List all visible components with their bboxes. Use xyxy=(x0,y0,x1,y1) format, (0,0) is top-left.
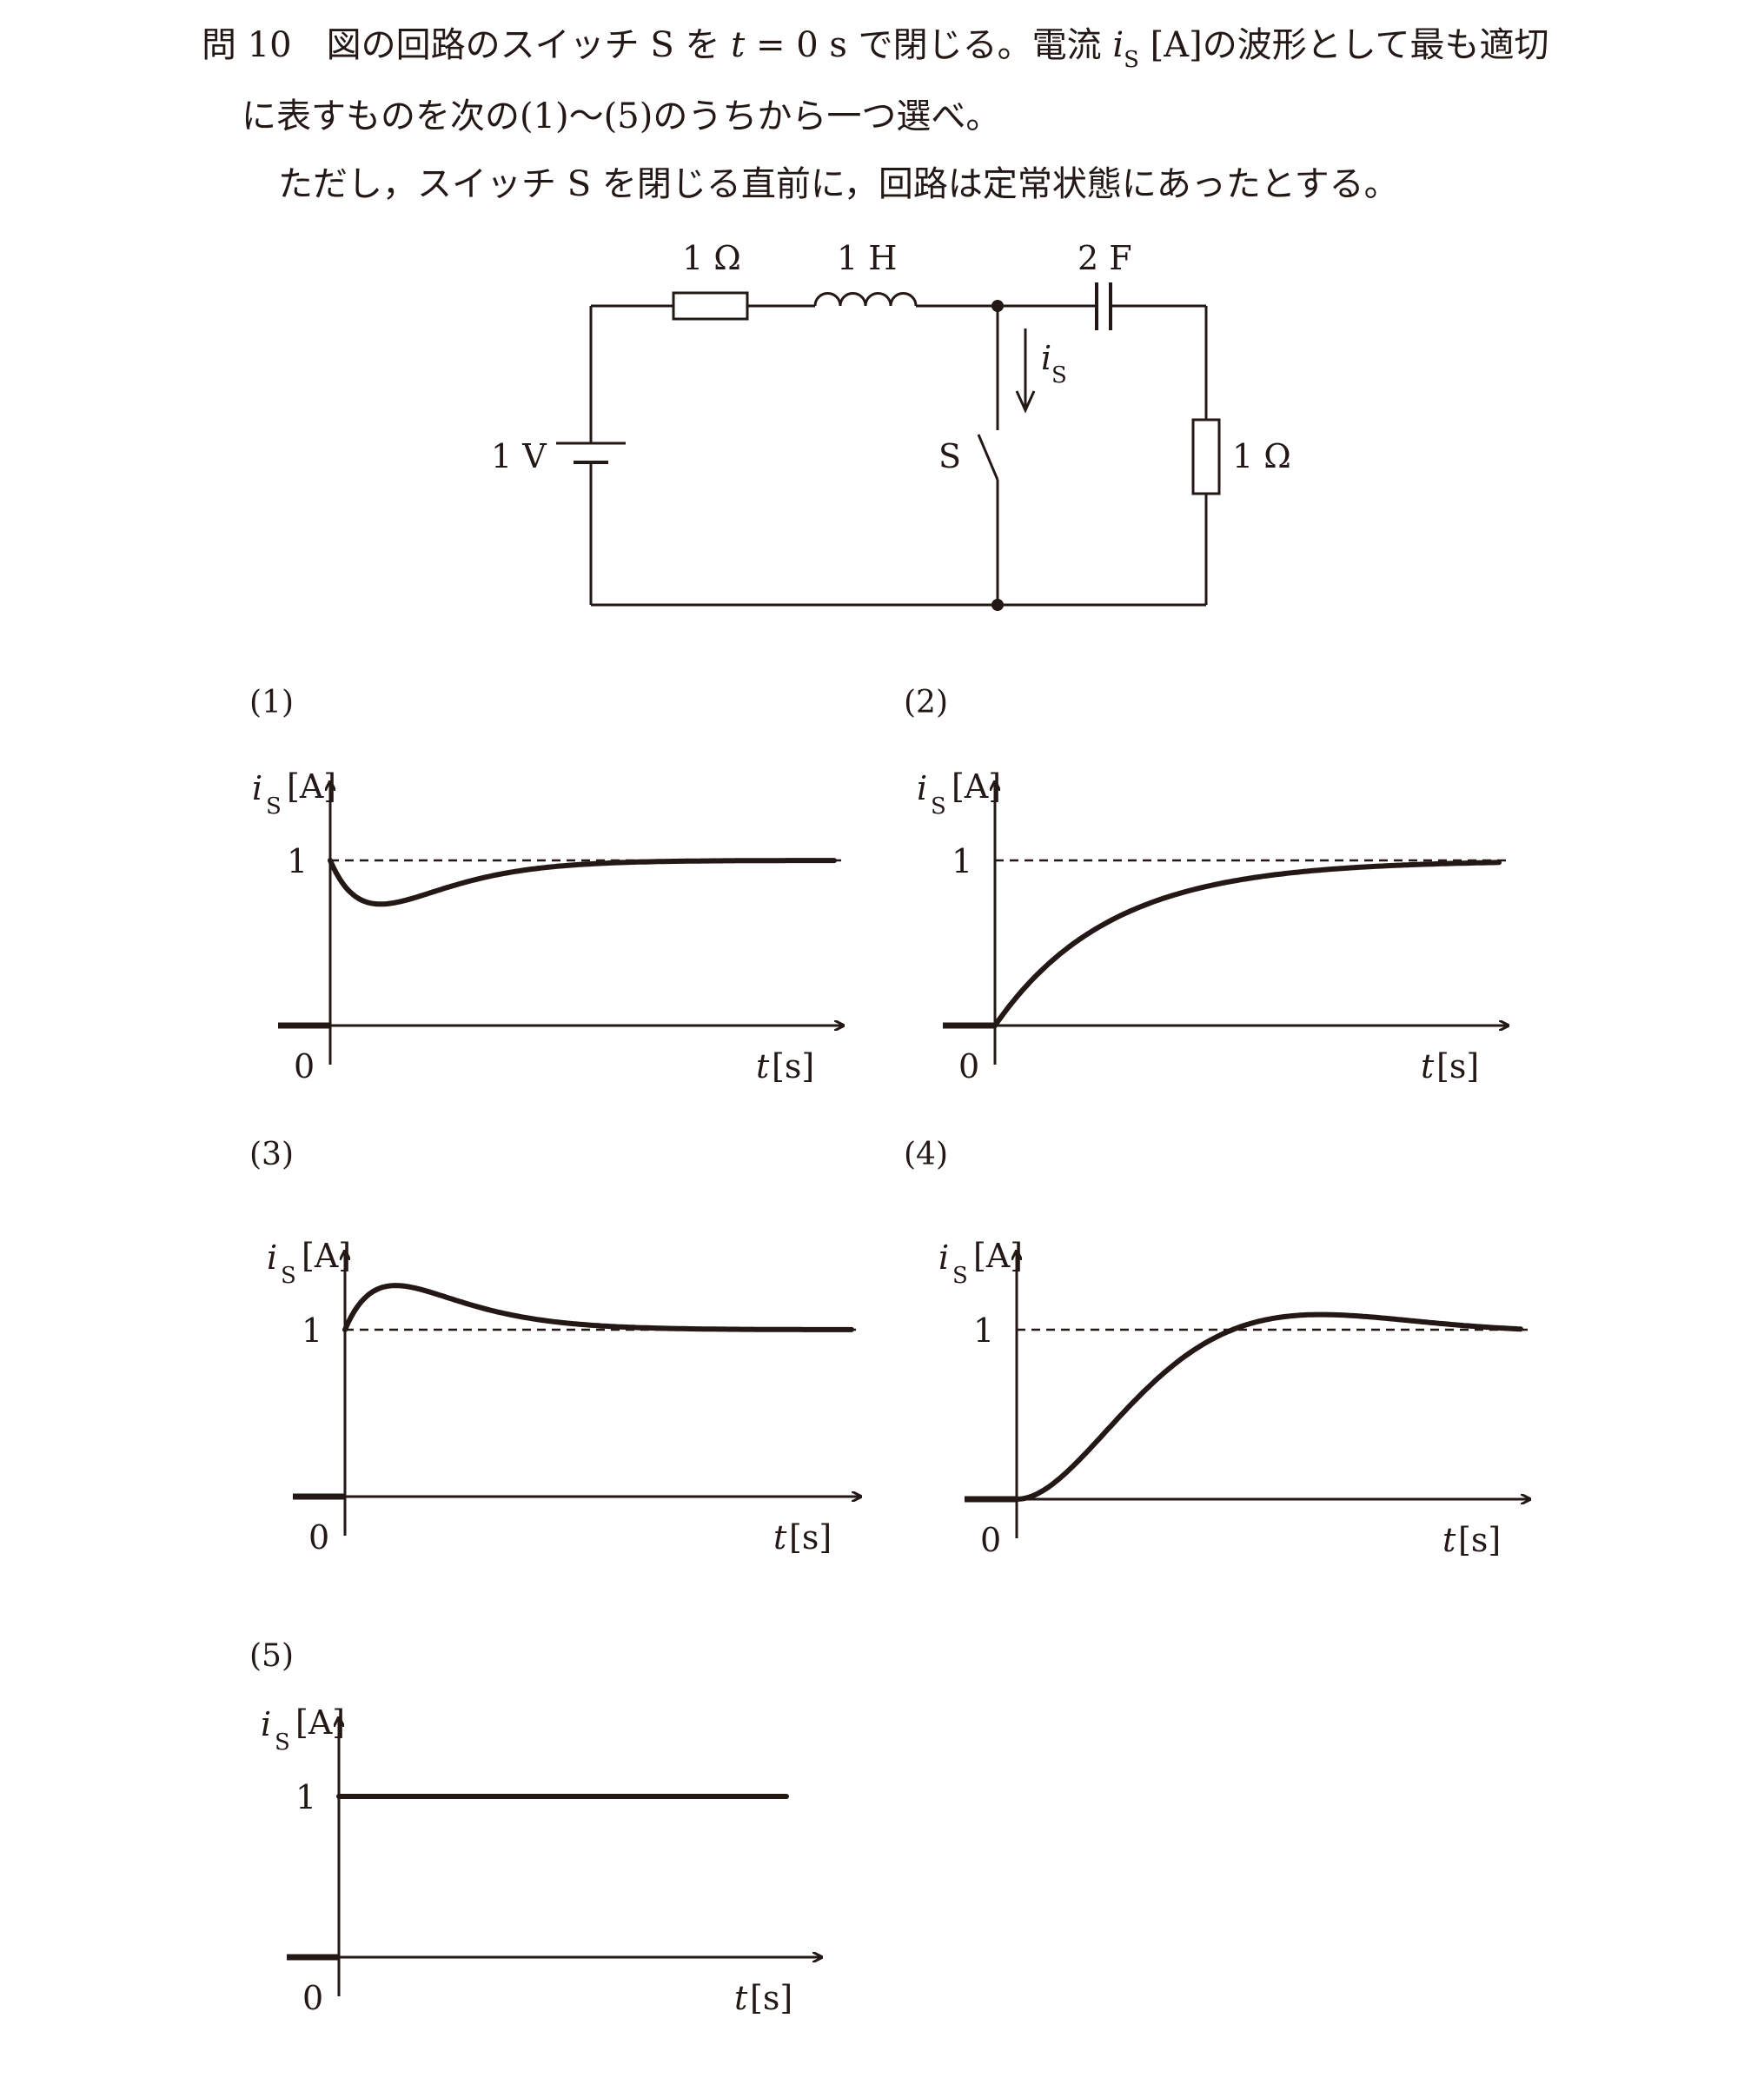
y-axis-unit-3: [A] xyxy=(302,1237,351,1275)
origin-label-3: 0 xyxy=(308,1518,329,1557)
origin-label-5: 0 xyxy=(302,1979,323,2017)
question-text-line2: に表すものを次の(1)～(5)のうちから一つ選べ。 xyxy=(242,96,1001,136)
graph-option-4 xyxy=(965,1251,1529,1538)
option-label-4: (4) xyxy=(904,1137,948,1172)
switch-label: S xyxy=(938,437,961,475)
inductor xyxy=(813,292,918,307)
inductor-label: 1 H xyxy=(837,239,897,277)
y-axis-label-4: i xyxy=(938,1238,949,1277)
y-tick-1-5: 1 xyxy=(295,1778,316,1816)
question-number: 問 10 xyxy=(202,25,292,65)
option-label-3: (3) xyxy=(249,1137,294,1172)
y-axis-label-sub-3: S xyxy=(281,1263,296,1289)
capacitor-label: 2 F xyxy=(1078,239,1132,277)
source-label: 1 V xyxy=(491,437,547,475)
y-tick-1-2: 1 xyxy=(952,842,972,880)
y-axis-unit-5: [A] xyxy=(295,1703,345,1742)
resistor-2 xyxy=(1191,418,1221,495)
graph-option-2 xyxy=(943,782,1508,1065)
x-axis-unit-1: [s] xyxy=(772,1047,814,1085)
origin-label-4: 0 xyxy=(980,1521,1001,1559)
y-axis-label-5: i xyxy=(261,1705,271,1743)
graph-option-1 xyxy=(278,782,843,1065)
waveform-curve-4 xyxy=(1014,1311,1523,1502)
resistor-1-label: 1 Ω xyxy=(682,239,741,277)
circuit-diagram: 1 Ω 1 H 2 F 1 V S 1 Ω i S xyxy=(491,239,1291,611)
y-axis-label-sub-5: S xyxy=(275,1729,290,1756)
waveform-curve-2 xyxy=(992,860,1502,1028)
x-axis-label-3: t xyxy=(773,1518,787,1557)
switch-blade xyxy=(977,434,999,481)
graph-option-3 xyxy=(293,1251,860,1536)
y-axis-label-sub-2: S xyxy=(931,793,946,820)
x-axis-label-5: t xyxy=(734,1979,748,2017)
origin-label-2: 0 xyxy=(958,1047,979,1085)
x-axis-unit-4: [s] xyxy=(1458,1521,1501,1559)
current-label-sub: S xyxy=(1051,362,1067,388)
x-axis-unit-5: [s] xyxy=(750,1979,792,2017)
junction-top xyxy=(991,300,1004,312)
option-label-1: (1) xyxy=(249,685,294,720)
x-axis-unit-3: [s] xyxy=(789,1518,832,1557)
option-label-2: (2) xyxy=(904,685,948,720)
waveform-curve-1 xyxy=(328,858,837,907)
y-tick-1-3: 1 xyxy=(302,1311,322,1350)
question-text-line3: ただし，スイッチ S を閉じる直前に，回路は定常状態にあったとする。 xyxy=(278,164,1399,204)
y-axis-unit-2: [A] xyxy=(952,767,1001,806)
y-tick-1-4: 1 xyxy=(973,1311,994,1350)
resistor-2-label: 1 Ω xyxy=(1232,437,1291,475)
x-axis-label-2: t xyxy=(1421,1047,1435,1085)
y-axis-label-sub-4: S xyxy=(952,1263,968,1289)
x-axis-label-4: t xyxy=(1442,1521,1456,1559)
option-label-5: (5) xyxy=(249,1638,294,1674)
y-axis-label-1: i xyxy=(252,769,262,807)
graph-option-5 xyxy=(287,1718,821,1996)
junction-bottom xyxy=(991,599,1004,611)
y-axis-unit-4: [A] xyxy=(973,1237,1023,1275)
x-axis-unit-2: [s] xyxy=(1436,1047,1479,1085)
question-text-line1: 問 10 図の回路のスイッチ S を t = 0 s で閉じる。電流 iS [A… xyxy=(202,25,1549,73)
origin-label-1: 0 xyxy=(294,1047,315,1085)
y-axis-unit-1: [A] xyxy=(287,767,336,806)
y-axis-label-sub-1: S xyxy=(266,793,282,820)
y-tick-1-1: 1 xyxy=(287,842,308,880)
x-axis-label-1: t xyxy=(756,1047,770,1085)
resistor-1 xyxy=(672,291,749,321)
y-axis-label-2: i xyxy=(917,769,927,807)
waveform-curve-3 xyxy=(342,1283,854,1332)
y-axis-label-3: i xyxy=(267,1238,277,1277)
current-label: i xyxy=(1041,339,1051,377)
